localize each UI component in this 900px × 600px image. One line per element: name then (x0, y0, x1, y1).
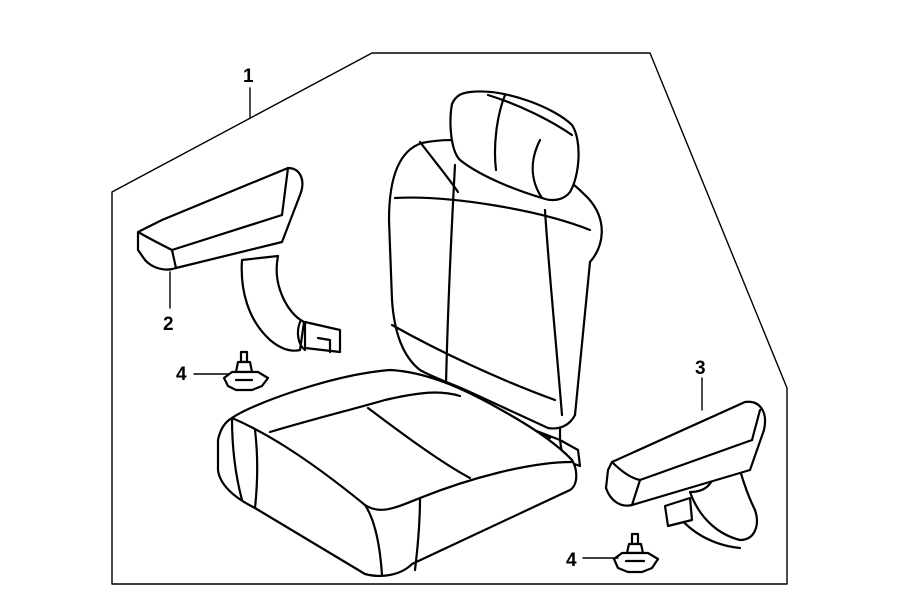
assembly-boundary (111, 52, 788, 585)
armrest-right (604, 400, 767, 550)
callout-2: 2 (163, 314, 174, 335)
adjustment-knob-upper (222, 350, 270, 392)
armrest-left (136, 166, 342, 354)
callout-4-lower: 4 (566, 550, 577, 571)
callout-3: 3 (695, 358, 706, 379)
headrest (449, 90, 580, 202)
callout-1: 1 (243, 66, 254, 87)
callout-4-upper: 4 (176, 364, 187, 385)
adjustment-knob-lower (612, 532, 660, 574)
seat-cushion (216, 368, 578, 577)
